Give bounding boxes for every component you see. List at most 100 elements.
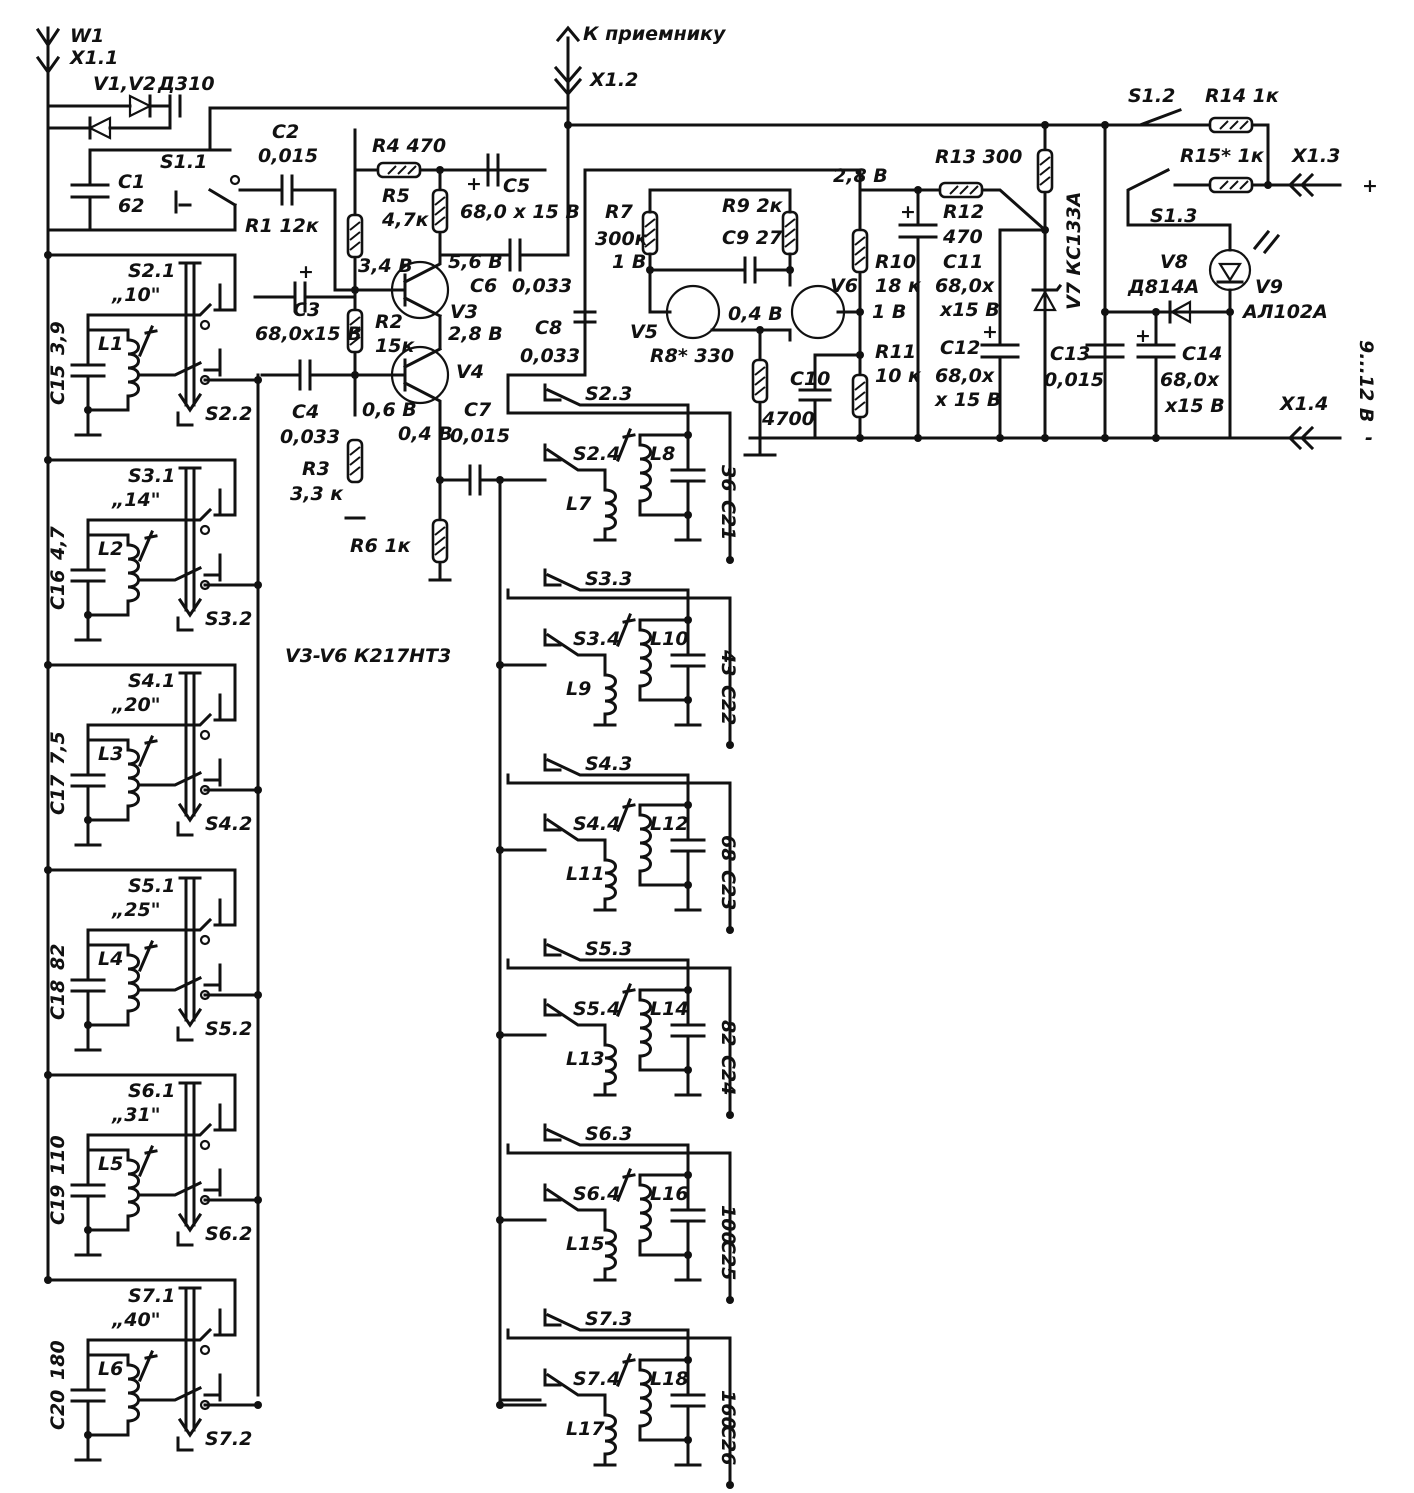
label-v9-value: АЛ102А bbox=[1241, 301, 1328, 323]
label-c12-plus: + bbox=[982, 321, 998, 343]
label-right-coil-c: L13 bbox=[566, 1048, 605, 1070]
label-r2: R2 bbox=[375, 311, 403, 333]
rf-amplifier bbox=[253, 121, 572, 582]
label-right-coil-l: L10 bbox=[650, 628, 689, 650]
label-right-cap: C22 bbox=[717, 685, 739, 725]
label-v7: V7 КС133А bbox=[1063, 192, 1085, 310]
label-right-switch4: S7.4 bbox=[573, 1368, 620, 1390]
label-left-cap-value: 110 bbox=[47, 1135, 69, 1175]
label-voltage-1: 1 В bbox=[612, 251, 646, 273]
label-r5-value: 4,7к bbox=[381, 209, 430, 231]
label-r10: R10 bbox=[875, 251, 916, 273]
label-supply-voltage: 9...12 В bbox=[1355, 340, 1377, 422]
label-minus-terminal: - bbox=[1365, 427, 1373, 449]
label-right-cap-value: 160 bbox=[717, 1390, 739, 1430]
oscillator bbox=[573, 168, 1232, 457]
label-s1-1: S1.1 bbox=[160, 151, 207, 173]
label-left-switch: S3.1 bbox=[128, 465, 175, 487]
label-c8-value: 0,033 bbox=[520, 345, 580, 367]
label-c5: C5 bbox=[503, 175, 530, 197]
label-x1-4: X1.4 bbox=[1279, 393, 1328, 415]
label-v8: V8 bbox=[1160, 251, 1188, 273]
label-right-coil-l: L14 bbox=[650, 998, 689, 1020]
label-c13: C13 bbox=[1050, 343, 1090, 365]
label-r13: R13 300 bbox=[935, 146, 1022, 168]
label-c14: C14 bbox=[1182, 343, 1222, 365]
label-left-cap-value: 180 bbox=[47, 1340, 69, 1380]
label-right-cap: C25 bbox=[717, 1240, 739, 1280]
label-v5: V5 bbox=[630, 321, 658, 343]
label-c8: C8 bbox=[535, 317, 562, 339]
label-r15: R15* 1к bbox=[1180, 145, 1265, 167]
label-c2-value: 0,015 bbox=[258, 145, 318, 167]
label-left-cap-value: 7,5 bbox=[47, 731, 69, 765]
led-v9 bbox=[1208, 248, 1252, 292]
label-right-cap-value: 36 bbox=[717, 465, 739, 491]
label-right-coil-l: L18 bbox=[650, 1368, 689, 1390]
label-voltage-28: 2,8 В bbox=[448, 323, 503, 345]
label-left-cap: C18 bbox=[47, 980, 69, 1020]
label-voltage-1-osc: 1 В bbox=[872, 301, 906, 323]
label-c12-value: 68,0х bbox=[935, 365, 995, 387]
label-band: „14" bbox=[111, 489, 161, 511]
label-right-switch4: S6.4 bbox=[573, 1183, 620, 1205]
label-plus-terminal: + bbox=[1362, 175, 1378, 197]
left-band-column bbox=[46, 253, 260, 1397]
label-x1-3: X1.3 bbox=[1291, 145, 1340, 167]
label-s1-2: S1.2 bbox=[1128, 85, 1175, 107]
label-c4: C4 bbox=[292, 401, 319, 423]
label-r7: R7 bbox=[605, 201, 634, 223]
label-right-cap-value: 43 bbox=[717, 649, 739, 676]
label-voltage-04: 0,4 В bbox=[398, 423, 453, 445]
label-v6: V6 bbox=[830, 275, 858, 297]
label-r5: R5 bbox=[382, 185, 410, 207]
label-right-coil-c: L7 bbox=[566, 493, 592, 515]
label-v8-value: Д814А bbox=[1127, 276, 1199, 298]
label-left-coil: L1 bbox=[98, 333, 123, 355]
label-c3: C3 bbox=[293, 299, 320, 321]
label-c12: C12 bbox=[940, 337, 980, 359]
label-left-switch: S5.1 bbox=[128, 875, 175, 897]
label-left-cap-value: 82 bbox=[47, 944, 69, 970]
label-w1: W1 bbox=[70, 25, 104, 47]
label-left-switch: S7.1 bbox=[128, 1285, 175, 1307]
label-r2-value: 15к bbox=[375, 335, 415, 357]
label-left-switch: S2.1 bbox=[128, 260, 175, 282]
label-c6-value: 0,033 bbox=[512, 275, 572, 297]
label-left-switch: S6.1 bbox=[128, 1080, 175, 1102]
label-left-cap: C20 bbox=[47, 1390, 69, 1430]
label-v9: V9 bbox=[1255, 276, 1283, 298]
label-c10-value: 4700 bbox=[761, 408, 815, 430]
label-right-cap-value: 82 bbox=[717, 1020, 739, 1046]
label-right-switch4: S2.4 bbox=[573, 443, 620, 465]
transistor-v5 bbox=[665, 284, 721, 340]
label-r11: R11 bbox=[875, 341, 916, 363]
label-voltage-04-osc: 0,4 В bbox=[728, 303, 783, 325]
label-d310: Д310 bbox=[157, 73, 215, 95]
label-c5-plus: + bbox=[466, 173, 482, 195]
label-left-coil: L4 bbox=[98, 948, 123, 970]
label-left-coil: L2 bbox=[98, 538, 123, 560]
label-right-switch3: S3.3 bbox=[585, 568, 632, 590]
label-r12: R12 bbox=[943, 201, 984, 223]
label-c9: C9 27 bbox=[722, 227, 783, 249]
left-bands: S2.1„10"L1C153,9S2.2S3.1„14"L2C164,7S3.2… bbox=[44, 251, 262, 1462]
label-band: „20" bbox=[111, 694, 161, 716]
label-left-cap: C16 bbox=[47, 570, 69, 610]
label-r4: R4 470 bbox=[372, 135, 446, 157]
label-c13-value: 0,015 bbox=[1044, 369, 1104, 391]
c2-r1 bbox=[238, 174, 337, 292]
diode-v2 bbox=[128, 94, 153, 118]
label-right-switch4: S4.4 bbox=[573, 813, 620, 835]
label-left-switch: S4.1 bbox=[128, 670, 175, 692]
receiver-output bbox=[518, 25, 1180, 257]
label-v3: V3 bbox=[450, 301, 478, 323]
label-c6: C6 bbox=[470, 275, 497, 297]
